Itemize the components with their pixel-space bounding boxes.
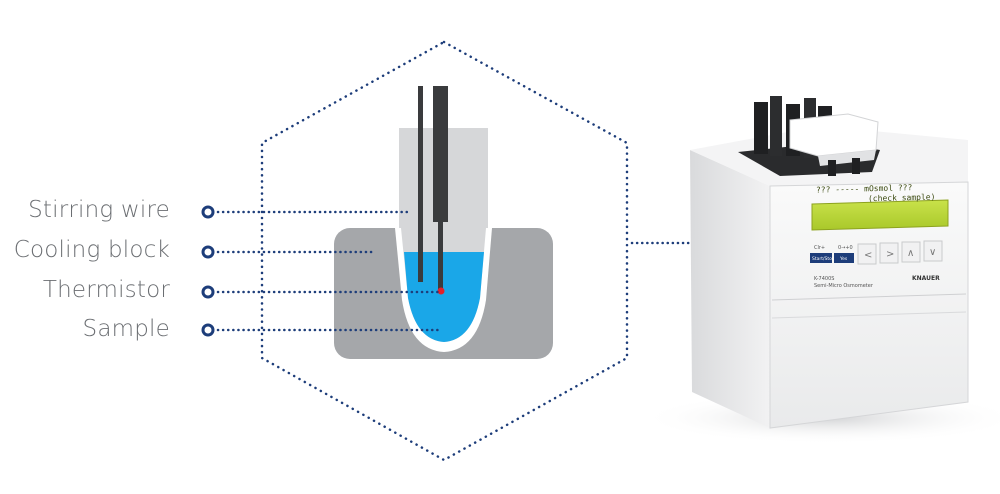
nav-key-right-glyph: > [886,249,894,260]
nav-key-left[interactable] [857,243,877,265]
thermistor-tip [437,287,445,295]
yes-key-label: Yes [839,256,848,262]
lcd-line-1: ??? ----- mOsmol ??? [816,183,912,195]
label-sample: Sample [82,316,170,342]
device-brand: KNAUER [912,275,940,282]
thermistor-probe-body [433,86,448,222]
leader-lines [216,210,702,332]
yes-key[interactable] [834,253,854,263]
start-stop-key[interactable] [810,253,832,263]
thermistor-marker [201,285,215,299]
start-stop-key-label: Start/Stop [812,256,835,262]
thermistor-probe-needle [438,220,443,292]
key-start-caption: Clr+ [814,245,825,251]
nav-key-right[interactable] [879,242,899,264]
key-yes-caption: 0→+0 [838,245,853,251]
label-cooling-block: Cooling block [13,237,170,263]
nav-key-down-glyph: ∨ [929,247,936,258]
stirring-wire-marker [201,205,215,219]
nav-key-up[interactable] [901,241,921,263]
sample-liquid [404,252,484,342]
device-name: Semi-Micro Osmometer [814,283,874,289]
sample-marker [201,323,215,337]
lcd-line-2: (check sample) [868,193,935,204]
label-thermistor: Thermistor [42,277,170,303]
nav-key-left-glyph: < [864,250,872,261]
cooling-block-marker [201,245,215,259]
hexagon-frame [260,40,629,462]
nav-key-down[interactable] [923,240,943,262]
lcd-screen [811,199,949,231]
device-model: K-7400S [814,276,834,282]
nav-key-up-glyph: ∧ [907,248,914,259]
label-stirring-wire: Stirring wire [28,197,170,223]
osmometer-device: ??? ----- mOsmol ??? (check sample) Clr+… [640,96,1000,444]
stirring-wire-shape [418,86,423,282]
